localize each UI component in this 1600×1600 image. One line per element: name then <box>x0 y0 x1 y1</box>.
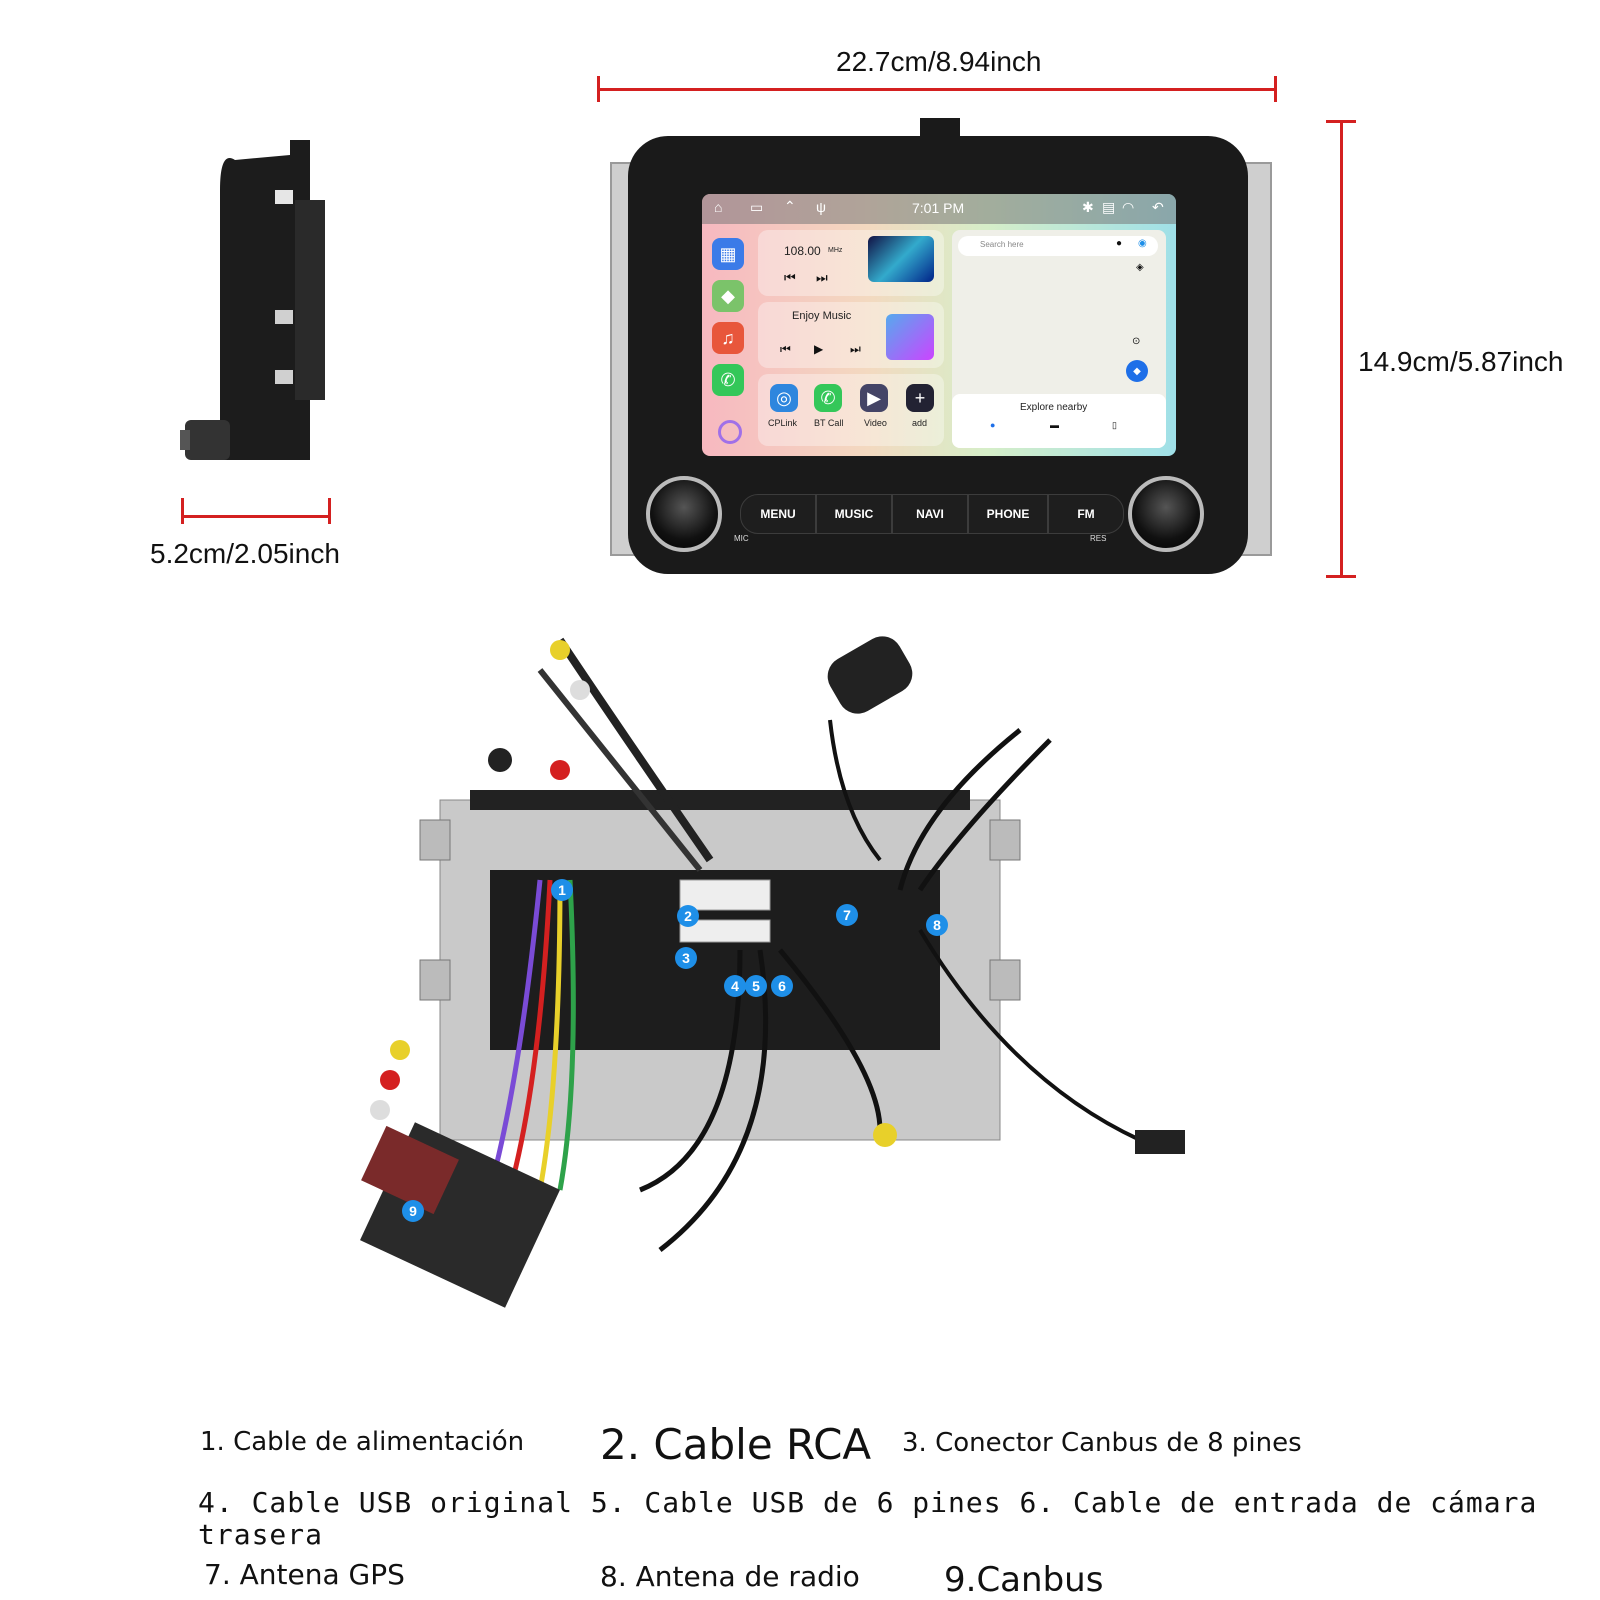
touchscreen[interactable]: ⌂ ▭ ⌃ ψ 7:01 PM ✱ ▤ ◠ ↶ ▦ ◆ ♫ ✆ 108.00 M… <box>702 194 1176 456</box>
radio-unit: MHz <box>828 247 843 254</box>
usb-icon: ψ <box>816 199 826 215</box>
bt-call-icon[interactable]: ✆ <box>814 384 842 412</box>
cplink-icon[interactable]: ◎ <box>770 384 798 412</box>
radio-frequency: 108.00 <box>784 244 821 258</box>
music-app-icon[interactable]: ♫ <box>712 322 744 354</box>
height-dimension-label: 14.9cm/5.87inch <box>1358 346 1564 377</box>
bluetooth-icon: ✱ <box>1082 199 1094 215</box>
callout-badge-3: 3 <box>675 947 697 969</box>
legend-item-7: 7. Antena GPS <box>204 1558 405 1591</box>
depth-dimension-label: 5.2cm/2.05inch <box>150 538 340 569</box>
music-prev-icon[interactable]: ⏮ <box>780 342 791 356</box>
app-row-card: ◎ CPLink ✆ BT Call ▶ Video + add <box>758 374 944 446</box>
navi-button[interactable]: NAVI <box>892 494 968 534</box>
maps-icon[interactable]: ◆ <box>712 280 744 312</box>
explore-tab-icon[interactable]: ● <box>990 420 996 430</box>
layers-icon[interactable]: ◈ <box>1136 262 1144 273</box>
music-next-icon[interactable]: ⏭ <box>850 342 861 356</box>
radio-card[interactable]: 108.00 MHz ⏮ ⏭ <box>758 230 944 296</box>
callout-badge-9: 9 <box>402 1200 424 1222</box>
width-dimension-line <box>597 88 1277 91</box>
status-time: 7:01 PM <box>912 200 965 216</box>
callout-badge-6: 6 <box>771 975 793 997</box>
radio-next-icon[interactable]: ⏭ <box>816 270 828 285</box>
callout-badge-2: 2 <box>677 905 699 927</box>
search-input[interactable]: Search here ● ◉ <box>958 236 1158 256</box>
width-dimension-cap-right <box>1274 76 1277 102</box>
video-icon[interactable]: ▶ <box>860 384 888 412</box>
signal-icon: ▤ <box>1102 199 1116 215</box>
home-icon[interactable]: ⌂ <box>714 199 723 215</box>
legend-item-2: 2. Cable RCA <box>600 1420 872 1469</box>
width-dimension-label: 22.7cm/8.94inch <box>836 46 1042 77</box>
map-panel[interactable]: Search here ● ◉ ◈ ⊙ ◆ Explore nearby ● ▬… <box>952 230 1166 448</box>
callout-badge-8: 8 <box>926 914 948 936</box>
menu-button[interactable]: MENU <box>740 494 816 534</box>
add-icon[interactable]: + <box>906 384 934 412</box>
wifi-icon: ◠ <box>1122 199 1135 215</box>
height-dimension-cap-bottom <box>1326 575 1356 578</box>
app-label-bt-call: BT Call <box>814 418 844 428</box>
music-card[interactable]: Enjoy Music ⏮ ▶ ⏭ <box>758 302 944 368</box>
saved-tab-icon[interactable]: ▯ <box>1112 420 1117 430</box>
music-play-icon[interactable]: ▶ <box>814 342 824 356</box>
side-view-unit <box>180 140 325 460</box>
explore-nearby-label: Explore nearby <box>1020 402 1088 413</box>
callout-badge-1: 1 <box>551 879 573 901</box>
legend-item-9: 9.Canbus <box>944 1560 1104 1600</box>
navigate-icon[interactable]: ◆ <box>1126 360 1148 382</box>
tune-knob[interactable] <box>1128 476 1204 552</box>
app-label-cplink: CPLink <box>768 418 798 428</box>
radio-artwork <box>868 236 934 282</box>
locate-icon[interactable]: ⊙ <box>1132 336 1141 347</box>
volume-knob[interactable] <box>646 476 722 552</box>
wiring-illustration <box>360 636 1185 1308</box>
app-label-add: add <box>912 418 928 428</box>
depth-dimension-cap-right <box>328 498 331 524</box>
res-label: RES <box>1090 534 1107 543</box>
music-button[interactable]: MUSIC <box>816 494 892 534</box>
assistant-icon[interactable] <box>718 420 742 444</box>
apps-grid-icon[interactable]: ▦ <box>712 238 744 270</box>
callout-badge-4: 4 <box>724 975 746 997</box>
back-icon[interactable]: ↶ <box>1152 199 1164 215</box>
callout-badge-7: 7 <box>836 904 858 926</box>
music-artwork <box>886 314 934 360</box>
width-dimension-cap-left <box>597 76 600 102</box>
legend-line-6-cont: trasera <box>198 1518 324 1551</box>
music-title: Enjoy Music <box>792 310 852 322</box>
search-placeholder: Search here <box>980 240 1024 249</box>
legend-item-3: 3. Conector Canbus de 8 pines <box>902 1428 1302 1458</box>
depth-dimension-line <box>182 515 330 518</box>
mic-label: MIC <box>734 534 749 543</box>
up-arrow-icon[interactable]: ⌃ <box>784 198 796 214</box>
legend-item-1: 1. Cable de alimentación <box>200 1427 525 1457</box>
mic-icon[interactable]: ● <box>1116 238 1123 249</box>
height-dimension-line <box>1340 120 1343 578</box>
account-icon[interactable]: ◉ <box>1138 238 1147 249</box>
legend-line-4-5-6: 4. Cable USB original 5. Cable USB de 6 … <box>198 1486 1538 1519</box>
depth-dimension-cap-left <box>181 498 184 524</box>
phone-app-icon[interactable]: ✆ <box>712 364 744 396</box>
recents-icon[interactable]: ▭ <box>750 199 764 215</box>
head-unit-front: ⌂ ▭ ⌃ ψ 7:01 PM ✱ ▤ ◠ ↶ ▦ ◆ ♫ ✆ 108.00 M… <box>628 136 1248 574</box>
fm-button[interactable]: FM <box>1048 494 1124 534</box>
legend-item-8: 8. Antena de radio <box>600 1560 860 1593</box>
radio-prev-icon[interactable]: ⏮ <box>784 270 796 285</box>
callout-badge-5: 5 <box>745 975 767 997</box>
go-tab-icon[interactable]: ▬ <box>1050 420 1059 430</box>
phone-button[interactable]: PHONE <box>968 494 1048 534</box>
app-label-video: Video <box>864 418 887 428</box>
status-bar: ⌂ ▭ ⌃ ψ 7:01 PM ✱ ▤ ◠ ↶ <box>702 194 1176 224</box>
explore-sheet: Explore nearby ● ▬ ▯ <box>952 394 1166 448</box>
height-dimension-cap-top <box>1326 120 1356 123</box>
